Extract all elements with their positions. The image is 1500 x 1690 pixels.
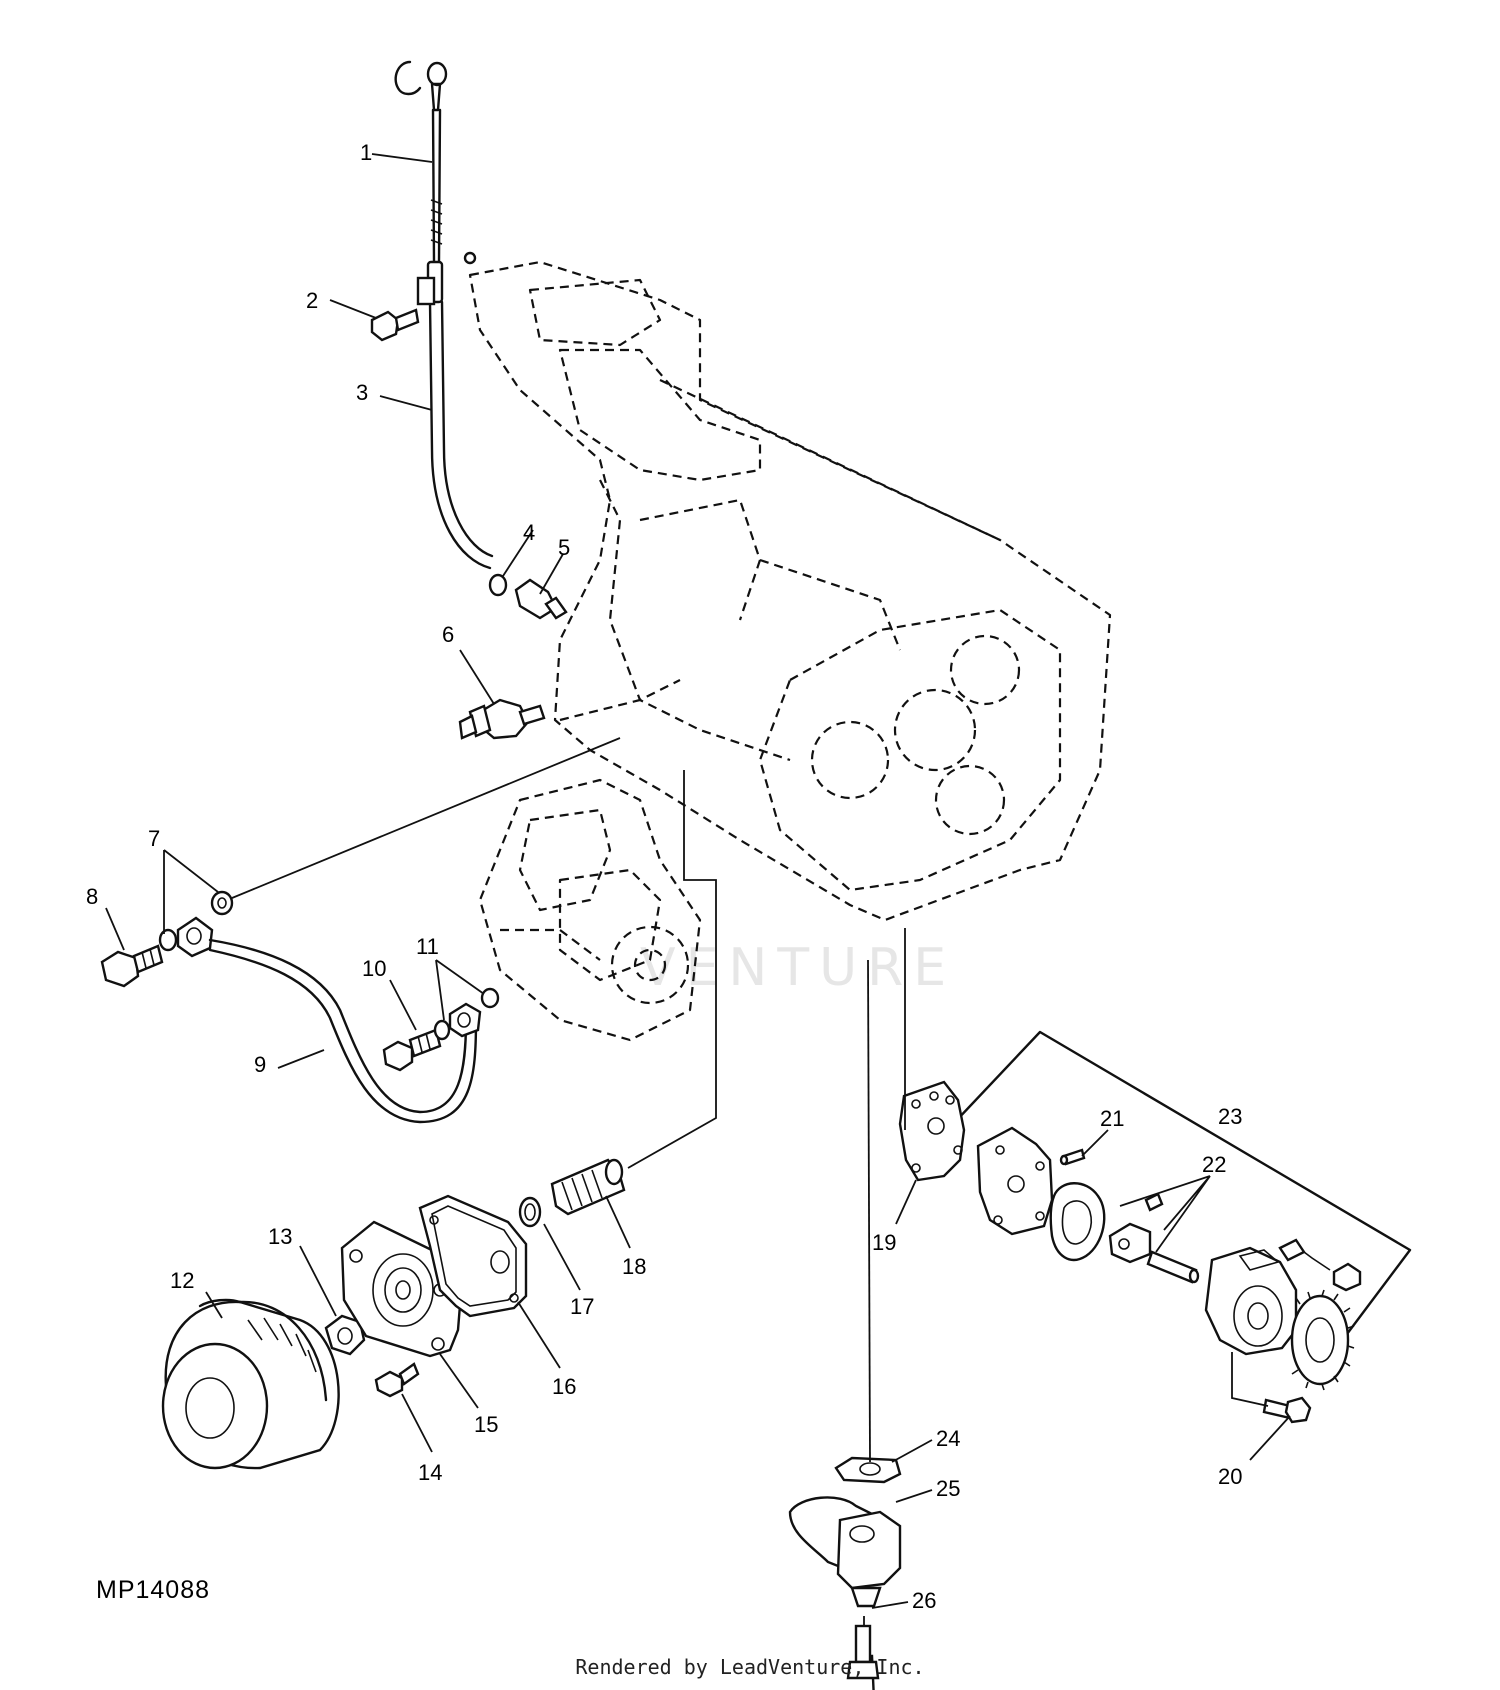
callout-12: 12 [170, 1268, 194, 1293]
callout-20: 20 [1218, 1464, 1242, 1489]
pump-gasket [898, 1080, 966, 1182]
callout-21: 21 [1100, 1106, 1124, 1131]
oil-strainer-assembly [788, 928, 906, 1690]
callout-16: 16 [552, 1374, 576, 1399]
dowel-pin [1059, 1148, 1086, 1166]
callout-2: 2 [306, 288, 318, 313]
leader-lines [105, 153, 1291, 1609]
callout-9: 9 [254, 1052, 266, 1077]
oil-line-assembly [100, 737, 621, 1124]
callout-15: 15 [474, 1412, 498, 1437]
oil-pressure-switch [458, 698, 546, 740]
callout-11: 11 [416, 934, 439, 959]
o-ring-and-adapter [488, 573, 568, 620]
callout-22: 22 [1202, 1152, 1226, 1177]
callout-19: 19 [872, 1230, 896, 1255]
callout-5: 5 [558, 535, 570, 560]
callout-25: 25 [936, 1476, 960, 1501]
callout-10: 10 [362, 956, 386, 981]
callout-18: 18 [622, 1254, 646, 1279]
callout-17: 17 [570, 1294, 594, 1319]
callout-7: 7 [148, 826, 160, 851]
filter-gasket [418, 1194, 528, 1318]
callout-23: 23 [1218, 1104, 1242, 1129]
callout-8: 8 [86, 884, 98, 909]
callout-6: 6 [442, 622, 454, 647]
cap-screw-14 [374, 1362, 420, 1398]
render-credit: Rendered by LeadVenture, Inc. [575, 1655, 925, 1679]
watermark-text: VENTURE [640, 938, 956, 998]
figure-code: MP14088 [96, 1576, 211, 1604]
filter-nut [324, 1314, 366, 1356]
callout-26: 26 [912, 1588, 936, 1613]
oil-pump-kit-box [936, 1030, 1412, 1372]
threaded-pipe [550, 770, 717, 1216]
callout-24: 24 [936, 1426, 960, 1451]
oil-filter [161, 1298, 340, 1470]
dipstick-assembly [370, 60, 494, 570]
callout-numbers: 1 2 3 4 5 6 7 8 9 10 11 12 13 14 15 16 1… [86, 140, 1242, 1613]
callout-14: 14 [418, 1460, 442, 1485]
engine-block [468, 260, 1112, 1042]
pump-rotors [1049, 1182, 1200, 1284]
callout-1: 1 [360, 140, 372, 165]
o-ring-17 [518, 1196, 542, 1228]
callout-3: 3 [356, 380, 368, 405]
pump-cover-plate [976, 1126, 1054, 1236]
callout-4: 4 [523, 520, 535, 545]
oil-pump-body [1204, 1238, 1362, 1424]
callout-13: 13 [268, 1224, 292, 1249]
